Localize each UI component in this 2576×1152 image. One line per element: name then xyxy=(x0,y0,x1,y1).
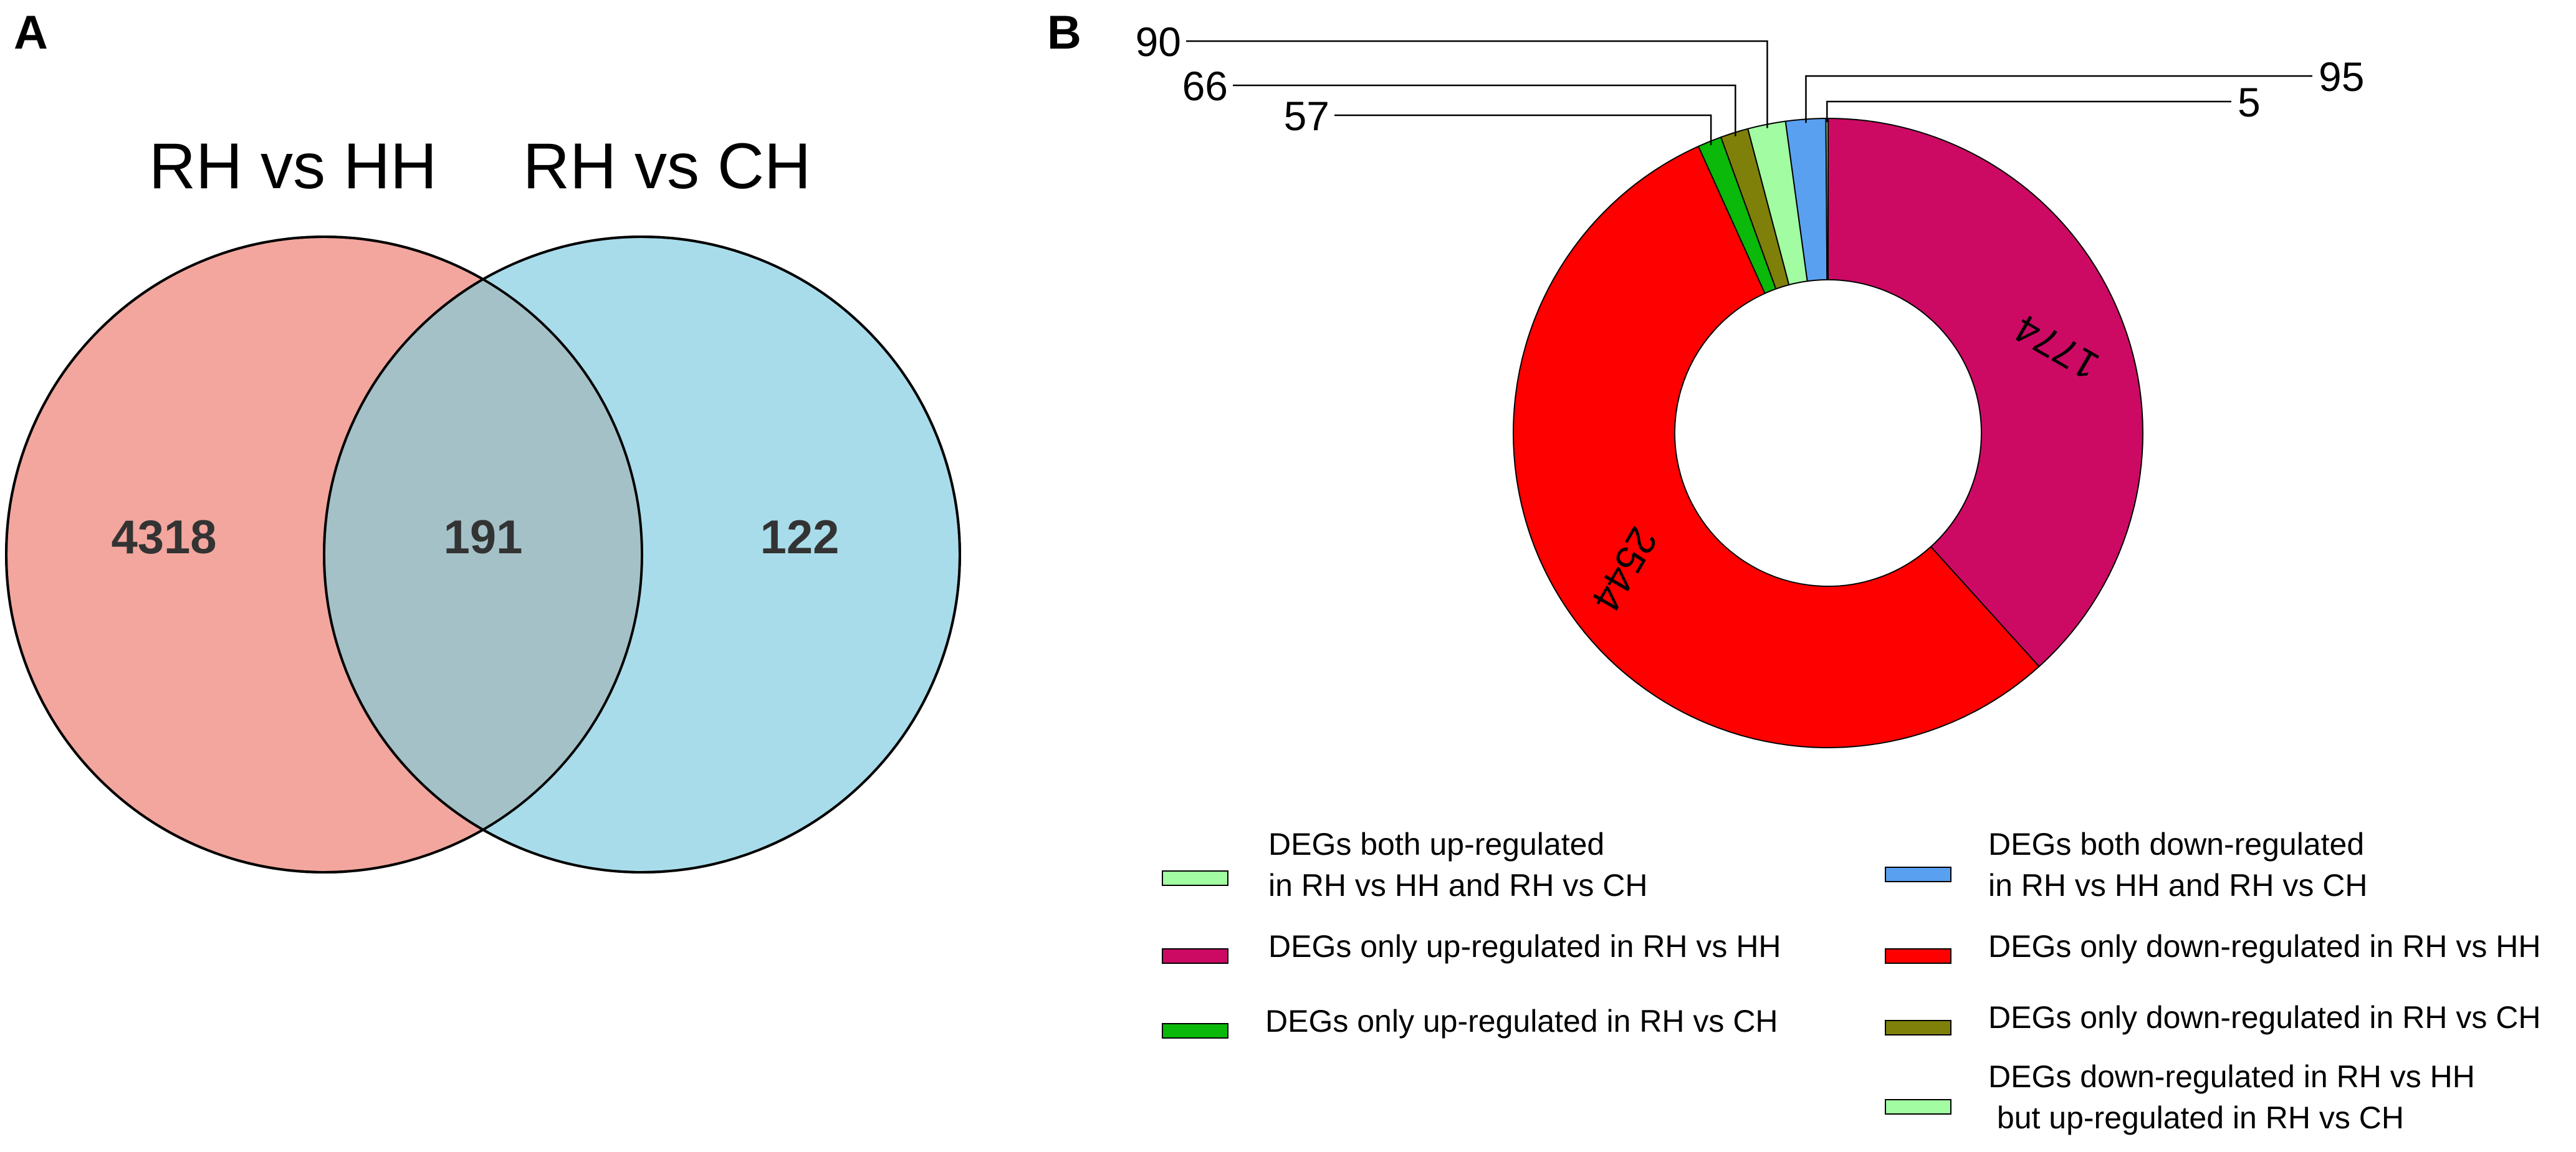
donut-legend: DEGs both up-regulated in RH vs HH and RH… xyxy=(1162,827,2540,1135)
donut-callout-line xyxy=(1186,40,1768,128)
legend-label: in RH vs HH and RH vs CH xyxy=(1988,868,2367,903)
venn-overlap-region xyxy=(324,237,642,872)
legend-label: DEGs both down-regulated xyxy=(1988,827,2364,862)
venn-panel: A RH vs HH RH vs CH 4318 191 122 xyxy=(5,6,961,874)
panel-b-label: B xyxy=(1047,6,1081,59)
legend-label: in RH vs HH and RH vs CH xyxy=(1268,868,1647,903)
donut-callout-value-label: 5 xyxy=(2238,79,2261,125)
legend-swatch xyxy=(1162,948,1228,964)
legend-swatch xyxy=(1885,1099,1951,1115)
venn-region-left-value: 4318 xyxy=(111,511,216,564)
legend-label: DEGs only up-regulated in RH vs CH xyxy=(1265,1004,1778,1039)
legend-label: DEGs down-regulated in RH vs HH xyxy=(1988,1059,2475,1094)
venn-right-outline xyxy=(323,236,961,874)
legend-label: DEGs only down-regulated in RH vs HH xyxy=(1988,929,2540,964)
legend-label: but up-regulated in RH vs CH xyxy=(1988,1100,2404,1135)
venn-region-overlap-value: 191 xyxy=(444,511,523,564)
donut-callout-line xyxy=(1233,84,1736,136)
venn-region-right-value: 122 xyxy=(760,511,840,564)
legend-label: DEGs only down-regulated in RH vs CH xyxy=(1988,1000,2540,1035)
donut-slice xyxy=(1513,145,2040,748)
donut-callout-line xyxy=(1334,114,1712,145)
donut-slice xyxy=(1827,117,2143,668)
venn-set-name-rh-vs-ch: RH vs CH xyxy=(523,130,811,202)
donut-callout-value-label: 95 xyxy=(2319,54,2364,100)
donut-callout-line xyxy=(1826,100,2231,123)
donut-slice xyxy=(1825,117,1829,281)
venn-left-outline xyxy=(5,236,643,874)
donut-callout-value-label: 66 xyxy=(1182,63,1228,109)
venn-set-name-rh-vs-hh: RH vs HH xyxy=(149,130,437,202)
legend-label: DEGs only up-regulated in RH vs HH xyxy=(1268,929,1781,964)
legend-label: DEGs both up-regulated xyxy=(1268,827,1604,862)
panel-a-label: A xyxy=(14,6,48,59)
legend-swatch xyxy=(1162,870,1228,886)
donut-callout-value-label: 57 xyxy=(1284,93,1329,139)
legend-swatch xyxy=(1885,948,1951,964)
legend-swatch xyxy=(1885,867,1951,882)
legend-swatch xyxy=(1162,1023,1228,1039)
donut-callout-line xyxy=(1805,75,2312,123)
donut-callout-value-label: 90 xyxy=(1136,19,1181,65)
donut-slices xyxy=(1513,117,2143,748)
legend-swatch xyxy=(1885,1020,1951,1035)
